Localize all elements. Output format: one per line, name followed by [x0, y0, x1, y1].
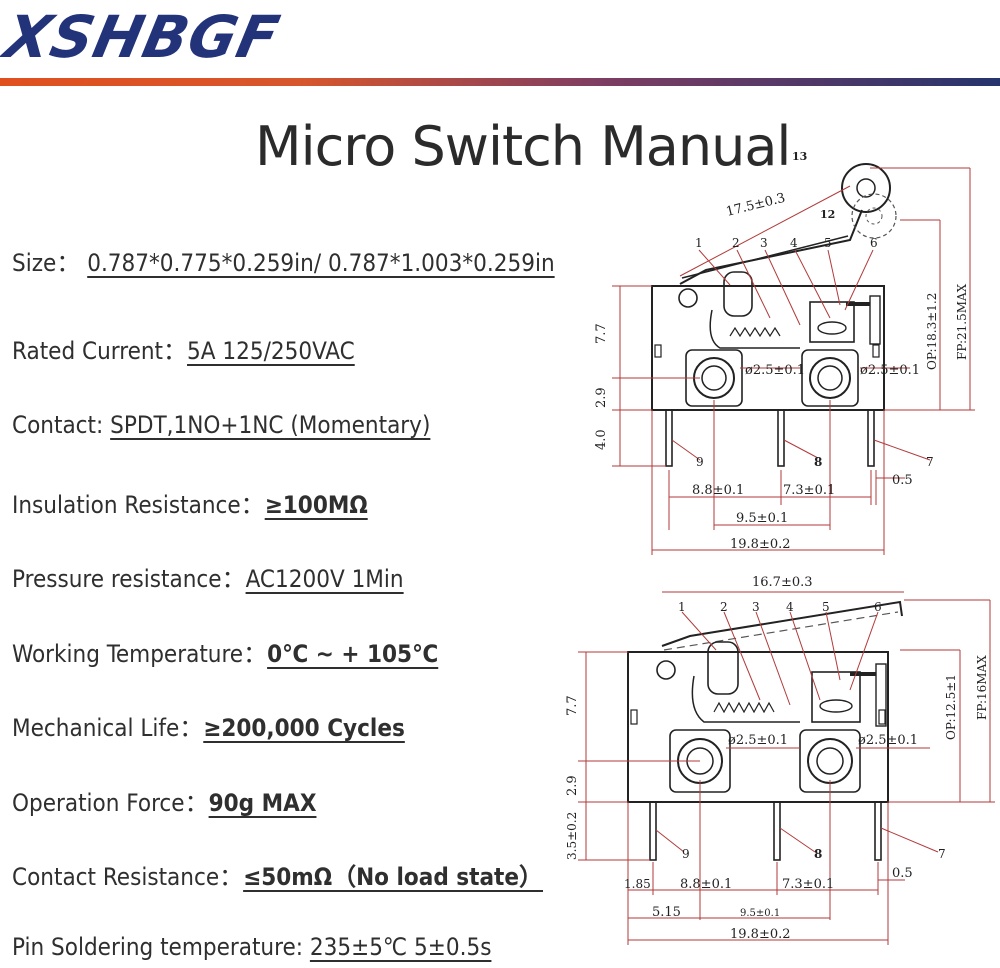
top-switch-body — [651, 285, 885, 411]
top-callout-7: 7 — [926, 455, 934, 469]
header-divider — [0, 78, 1000, 86]
bottom-dim-05: 0.5 — [892, 866, 913, 881]
bottom-dim-185: 1.85 — [624, 877, 651, 891]
spec-label: Contact Resistance： — [12, 863, 244, 891]
bottom-dim-width: 19.8±0.2 — [730, 927, 791, 942]
top-callout-5: 5 — [824, 236, 832, 250]
top-callout-9: 9 — [696, 455, 704, 469]
bottom-dim-515: 5.15 — [652, 905, 681, 920]
spec-label: Operation Force： — [12, 789, 209, 817]
spec-value: ≤50mΩ（No load state） — [243, 863, 544, 891]
spec-insulation: Insulation Resistance：≥100MΩ — [12, 488, 368, 522]
top-lever-length: 17.5±0.3 — [725, 191, 787, 220]
top-fp: FP:21.5MAX — [955, 283, 969, 360]
top-hole-b: ø2.5±0.1 — [860, 363, 920, 378]
bottom-callout-9: 9 — [682, 847, 690, 861]
spec-value: AC1200V 1Min — [245, 565, 404, 593]
top-callout-4: 4 — [790, 236, 798, 250]
top-switch-drawing: 17.5±0.3 13 12 1 2 3 4 5 6 7 8 9 OP:18.3… — [594, 150, 975, 555]
spec-label: Size： — [12, 249, 81, 277]
top-dim-width: 19.8±0.2 — [730, 537, 791, 552]
top-dim-05: 0.5 — [892, 473, 913, 488]
top-dim-95: 9.5±0.1 — [736, 511, 788, 526]
top-callout-2: 2 — [732, 236, 740, 250]
spec-label: Contact: — [12, 411, 111, 439]
bottom-fp: FP:16MAX — [975, 655, 989, 720]
spec-value: 5A 125/250VAC — [187, 337, 355, 365]
bottom-callout-1: 1 — [678, 600, 686, 614]
bottom-hole-upper: 2.9 — [565, 775, 580, 796]
top-roller — [841, 163, 891, 213]
spec-label: Mechanical Life： — [12, 714, 204, 742]
spec-pin-soldering: Pin Soldering temperature: 235±5℃ 5±0.5s — [12, 930, 491, 964]
bottom-callout-7: 7 — [938, 847, 946, 861]
top-pin-length: 4.0 — [594, 429, 609, 450]
bottom-callout-2: 2 — [720, 600, 728, 614]
bottom-callout-6: 6 — [874, 600, 882, 614]
spec-value: 0.787*0.775*0.259in/ 0.787*1.003*0.259in — [87, 249, 555, 277]
top-callout-3: 3 — [760, 236, 768, 250]
bottom-switch-body — [627, 651, 889, 803]
top-lever — [679, 209, 863, 285]
spec-rated-current: Rated Current：5A 125/250VAC — [12, 334, 355, 368]
spec-value: 235±5℃ 5±0.5s — [309, 933, 492, 961]
spec-label: Working Temperature： — [12, 640, 268, 668]
spec-mechanical-life: Mechanical Life：≥200,000 Cycles — [12, 711, 405, 745]
top-dim-73: 7.3±0.1 — [783, 483, 835, 498]
spec-label: Insulation Resistance： — [12, 491, 265, 519]
bottom-dim-95: 9.5±0.1 — [740, 908, 780, 919]
top-callout-12: 12 — [820, 208, 835, 221]
top-op: OP:18.3±1.2 — [925, 293, 939, 370]
bottom-hole-b: ø2.5±0.1 — [858, 733, 918, 748]
bottom-op: OP:12.5±1 — [944, 674, 958, 740]
spec-label: Rated Current： — [12, 337, 188, 365]
spec-contact: Contact: SPDT,1NO+1NC (Momentary) — [12, 408, 430, 442]
bottom-lever-length: 16.7±0.3 — [752, 575, 813, 590]
spec-size: Size： 0.787*0.775*0.259in/ 0.787*1.003*0… — [12, 246, 555, 280]
spec-value: 0℃ ~ + 105℃ — [267, 640, 439, 668]
top-hole-a: ø2.5±0.1 — [745, 363, 805, 378]
page-title: Micro Switch Manual — [255, 115, 791, 178]
spec-value: ≥200,000 Cycles — [203, 714, 405, 742]
bottom-switch-drawing: 16.7±0.3 1 2 3 4 5 6 7 8 9 OP:12.5±1 FP:… — [565, 575, 995, 945]
spec-label: Pressure resistance： — [12, 565, 246, 593]
spec-pressure: Pressure resistance：AC1200V 1Min — [12, 562, 404, 596]
top-height: 7.7 — [594, 323, 609, 344]
spec-value: 90g MAX — [208, 789, 317, 817]
bottom-callout-4: 4 — [786, 600, 794, 614]
spec-value: SPDT,1NO+1NC (Momentary) — [110, 411, 431, 439]
brand-logo: XSHBGF — [0, 3, 286, 71]
spec-working-temp: Working Temperature：0℃ ~ + 105℃ — [12, 637, 438, 671]
bottom-callout-5: 5 — [822, 600, 830, 614]
top-hole-upper: 2.9 — [594, 387, 609, 408]
spec-value: ≥100MΩ — [264, 491, 368, 519]
top-dim-88: 8.8±0.1 — [692, 483, 744, 498]
bottom-hole-a: ø2.5±0.1 — [728, 733, 788, 748]
spec-label: Pin Soldering temperature: — [12, 933, 310, 961]
bottom-lever — [661, 600, 903, 647]
bottom-dim-73: 7.3±0.1 — [782, 877, 834, 892]
bottom-dim-88: 8.8±0.1 — [680, 877, 732, 892]
bottom-pin-length: 3.5±0.2 — [565, 812, 579, 860]
top-callout-13: 13 — [792, 150, 807, 163]
bottom-callout-3: 3 — [752, 600, 760, 614]
top-callout-8: 8 — [814, 455, 822, 469]
spec-operation-force: Operation Force：90g MAX — [12, 786, 316, 820]
top-callout-6: 6 — [870, 236, 878, 250]
bottom-callout-8: 8 — [814, 847, 822, 861]
top-callout-1: 1 — [695, 236, 703, 250]
bottom-height: 7.7 — [565, 695, 580, 716]
spec-contact-resistance: Contact Resistance：≤50mΩ（No load state） — [12, 860, 543, 894]
